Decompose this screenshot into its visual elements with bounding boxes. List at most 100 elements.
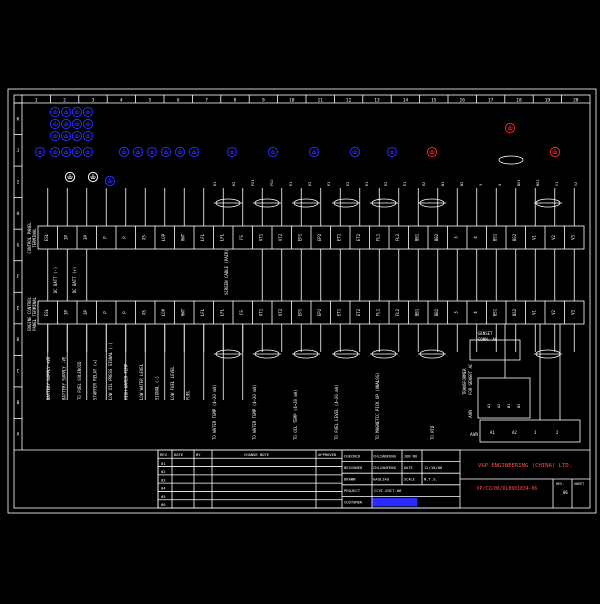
wire-tag: E2 bbox=[346, 182, 350, 186]
column-number: 7 bbox=[205, 98, 208, 104]
column-number: 11 bbox=[317, 98, 323, 104]
column-number: 16 bbox=[459, 98, 465, 104]
terminal-label: BS1 bbox=[492, 308, 497, 316]
rev-number: 03 bbox=[161, 477, 166, 482]
sensor-label: TO OIL TEMP (4~20 mA) bbox=[293, 389, 298, 440]
avr-terminal: 1 bbox=[534, 430, 537, 435]
terminal-label: BS2 bbox=[512, 233, 517, 241]
ground-icon bbox=[386, 146, 398, 158]
rev-header: BY bbox=[196, 452, 201, 457]
ground-icon bbox=[188, 146, 200, 158]
field-value: DATE bbox=[404, 466, 413, 470]
transformer-label: TRANSFORMER bbox=[462, 368, 467, 395]
wire-tag: E1 bbox=[289, 182, 293, 186]
avr-terminal: B2 bbox=[517, 404, 521, 408]
ground-icon bbox=[87, 171, 99, 183]
wire-tag: BS1 bbox=[517, 180, 521, 187]
column-number: 13 bbox=[374, 98, 380, 104]
avr-terminal: A1 bbox=[490, 430, 495, 435]
wire-tag: E2 bbox=[384, 182, 388, 186]
wire-tag: 3 bbox=[479, 184, 483, 186]
avr-label: AVR bbox=[468, 410, 474, 418]
row-letter: C bbox=[17, 369, 20, 375]
wire-tag: E2 bbox=[308, 182, 312, 186]
field-value: CHLIANFENG bbox=[373, 453, 397, 458]
ground-icon bbox=[549, 146, 561, 158]
field-value: JOB NO bbox=[404, 454, 417, 458]
avr-terminal: A2 bbox=[497, 404, 501, 408]
terminal-label: FL1 bbox=[375, 308, 380, 316]
row-letter: J bbox=[17, 148, 20, 154]
signal-label: LOW WATER LEVEL bbox=[139, 363, 144, 400]
wire-tag: V2 bbox=[574, 182, 578, 186]
terminal-label: 3P bbox=[63, 310, 68, 315]
ground-icon bbox=[71, 146, 83, 158]
terminal-label: XS bbox=[141, 310, 146, 315]
rev-label: REV. bbox=[556, 482, 564, 486]
terminal-label: V3 bbox=[570, 310, 575, 315]
terminal-label: EP2 bbox=[317, 308, 322, 316]
rev-number: 04 bbox=[161, 486, 166, 491]
signal-label: HIGH WATER TEMP bbox=[124, 363, 129, 400]
terminal-label: ESL bbox=[44, 308, 49, 316]
terminal-label: 3P bbox=[83, 310, 88, 315]
ground-icon bbox=[267, 146, 279, 158]
column-number: 20 bbox=[573, 98, 579, 104]
field-label: PROJECT bbox=[344, 488, 361, 493]
ground-icon bbox=[82, 118, 94, 130]
field-label: CUSTOMER bbox=[344, 500, 363, 505]
signal-label: BATTERY SUPPLY -VE bbox=[62, 356, 67, 400]
terminal-label: V2 bbox=[551, 235, 556, 240]
strip-title: PANEL TERMINAL bbox=[32, 297, 37, 331]
row-letter: F bbox=[17, 274, 20, 280]
row-letter: A bbox=[17, 432, 20, 438]
ground-icon bbox=[49, 146, 61, 158]
column-number: 9 bbox=[262, 98, 265, 104]
terminal-label: V2 bbox=[551, 310, 556, 315]
column-number: 10 bbox=[289, 98, 295, 104]
row-letter: G bbox=[17, 242, 20, 248]
drawing-number: VP/CZ/06/DL0601834-06 bbox=[477, 486, 538, 492]
genset-label: CONN. AC bbox=[478, 337, 498, 342]
terminal-label: EP1 bbox=[297, 308, 302, 316]
column-number: 5 bbox=[148, 98, 151, 104]
column-number: 8 bbox=[234, 98, 237, 104]
rev-number: 02 bbox=[161, 469, 166, 474]
screen-shield bbox=[498, 155, 524, 165]
ground-icon bbox=[146, 146, 158, 158]
signal-label: LOW OIL PRESS SIGNAL (-) bbox=[108, 342, 113, 400]
column-number: 15 bbox=[431, 98, 437, 104]
signal-label: STARTER RELAY (+) bbox=[93, 359, 98, 400]
terminal-label: FS bbox=[239, 310, 244, 315]
ground-icon bbox=[160, 146, 172, 158]
cable-note: SCREEN CABLE (PAIR) bbox=[224, 249, 229, 295]
strip-title: TERMINAL bbox=[32, 228, 37, 248]
ground-icon bbox=[60, 130, 72, 142]
rev-number: 06 bbox=[161, 502, 166, 507]
sheet-label: SHEET bbox=[574, 482, 584, 486]
terminal-label: HWT bbox=[180, 233, 185, 241]
customer-bar bbox=[372, 497, 418, 507]
terminal-label: BB1 bbox=[414, 308, 419, 316]
row-letter: H bbox=[17, 211, 20, 217]
field-value: N.T.S. bbox=[424, 477, 438, 482]
column-number: 12 bbox=[346, 98, 352, 104]
terminal-label: LFL bbox=[219, 233, 224, 241]
terminal-label: LFL bbox=[200, 233, 205, 241]
ground-icon bbox=[64, 171, 76, 183]
sensor-label: TO RTD bbox=[430, 425, 435, 440]
ground-icon bbox=[49, 106, 61, 118]
terminal-label: HWT bbox=[180, 308, 185, 316]
terminal-label: EP2 bbox=[317, 233, 322, 241]
avr-bottom-block bbox=[479, 419, 581, 443]
column-number: 2 bbox=[63, 98, 66, 104]
ground-icon bbox=[49, 130, 61, 142]
terminal-label: BS2 bbox=[512, 308, 517, 316]
strip-title: CONTROL PANEL bbox=[27, 222, 32, 254]
rev-header: APPROVED bbox=[318, 452, 337, 457]
terminal-label: P bbox=[122, 311, 127, 314]
row-letter: B bbox=[17, 400, 20, 406]
field-value: 12/10/06 bbox=[424, 465, 443, 470]
row-letter: K bbox=[17, 116, 20, 122]
